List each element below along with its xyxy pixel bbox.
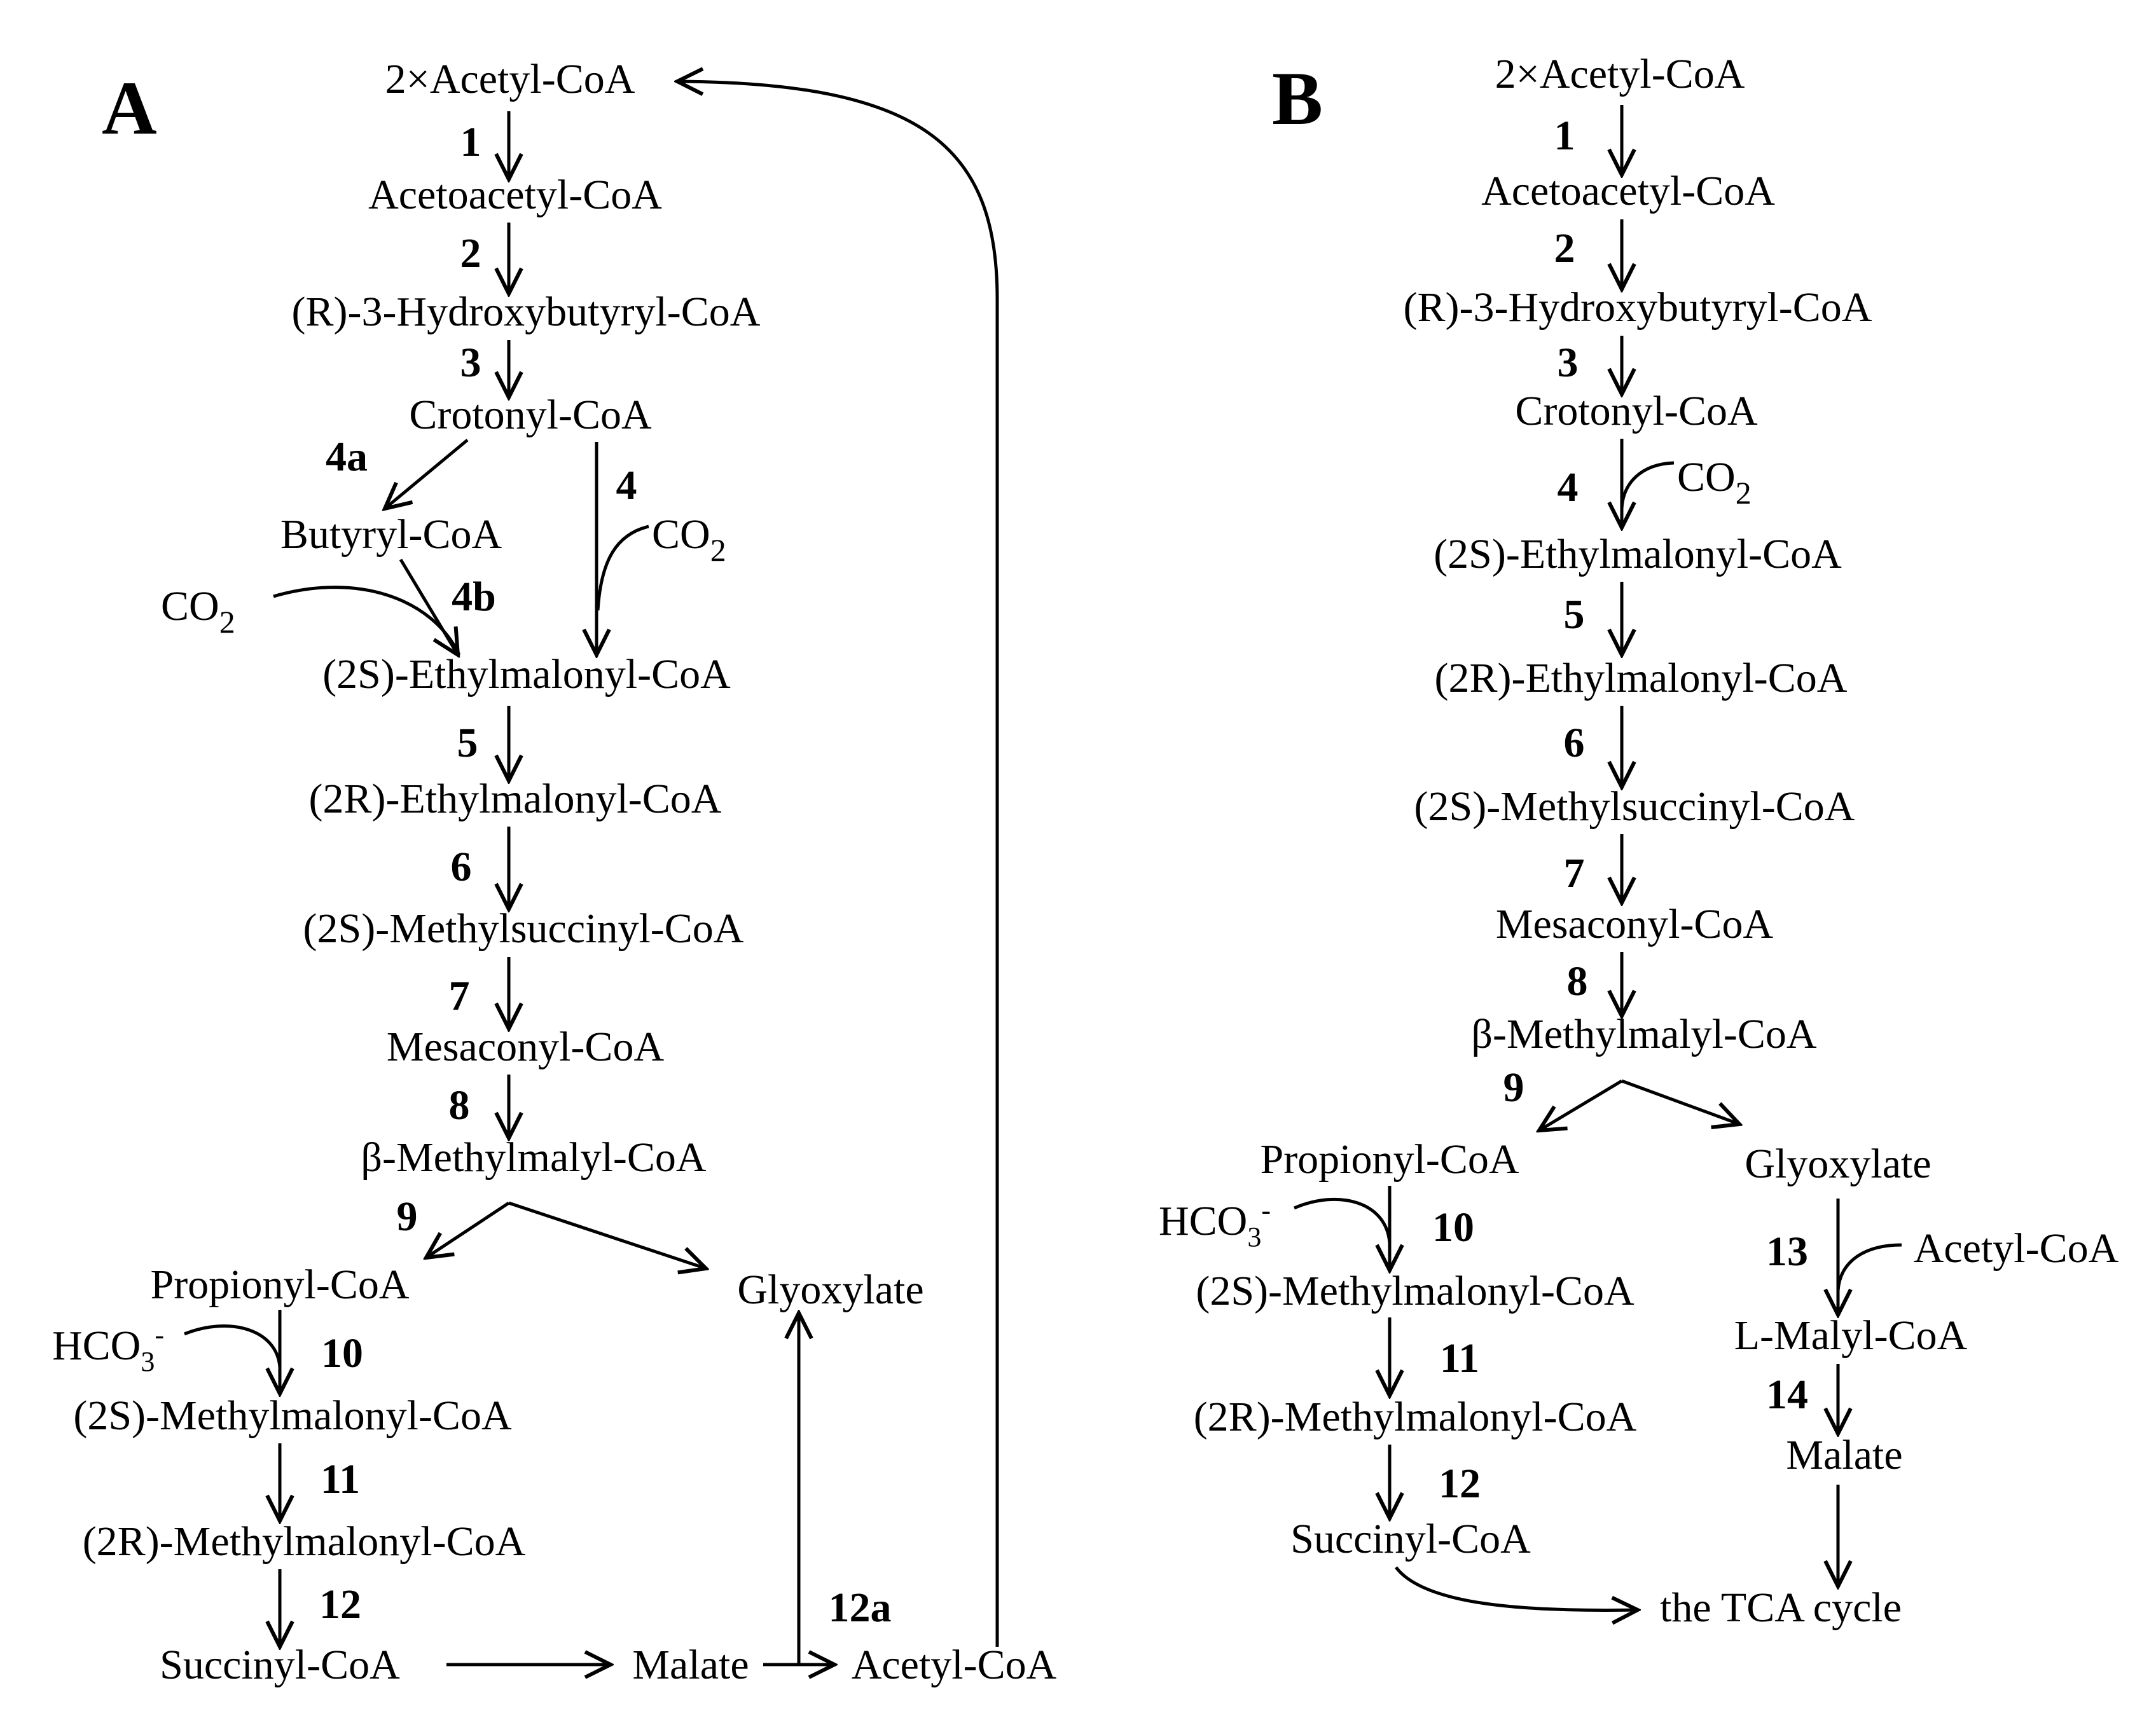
b-s-methylsuccinyl-coa-label: (2S)-Methylsuccinyl-CoA (1414, 783, 1855, 830)
a-co2-step4: CO2 (652, 511, 726, 568)
b-acetyl-coa-label: Acetyl-CoA (1914, 1225, 2119, 1272)
a-malate-label: Malate (632, 1642, 749, 1688)
b-step-9: 9 (1503, 1064, 1524, 1111)
a-step-6: 6 (451, 844, 472, 890)
a-s-methylsuccinyl-coa-label: (2S)-Methylsuccinyl-CoA (303, 905, 744, 952)
b-hco3-inflow-10 (1294, 1197, 1392, 1244)
a-acetyl-coa-2x-label: 2×Acetyl-CoA (385, 56, 635, 102)
a-arrow-9-propionyl (426, 1201, 510, 1258)
a-arrow-acetyl-recycle (677, 81, 999, 1647)
b-step-8: 8 (1567, 958, 1588, 1005)
b-r-ethylmalonyl-coa-label: (2R)-Ethylmalonyl-CoA (1435, 655, 1848, 701)
b-l-malyl-coa-label: L-Malyl-CoA (1734, 1312, 1968, 1359)
b-step-2: 2 (1554, 225, 1575, 271)
b-crotonyl-coa-label: Crotonyl-CoA (1515, 388, 1758, 434)
a-propionyl-coa-label: Propionyl-CoA (150, 1261, 409, 1308)
b-tca-cycle-label: the TCA cycle (1660, 1584, 1902, 1631)
a-acetoacetyl-coa-label: Acetoacetyl-CoA (368, 172, 662, 218)
a-step-4b: 4b (452, 574, 496, 620)
a-butyryl-coa-label: Butyryl-CoA (280, 511, 502, 558)
a-step-7: 7 (449, 973, 470, 1019)
b-arrow-9-propionyl (1539, 1079, 1623, 1130)
b-propionyl-coa-label: Propionyl-CoA (1260, 1136, 1519, 1183)
a-arrow-4a (385, 439, 469, 509)
a-hco3-inflow-10 (184, 1324, 282, 1368)
b-acetoacetyl-coa-label: Acetoacetyl-CoA (1481, 168, 1775, 214)
panel-b: B 2×Acetyl-CoA Acetoacetyl-CoA (R)-3-Hyd… (1159, 51, 2119, 1631)
b-step-6: 6 (1564, 720, 1585, 766)
b-r3-hydroxybutyryl-coa-label: (R)-3-Hydroxybutyryl-CoA (1404, 284, 1872, 331)
a-r3-hydroxybutyryl-coa-label: (R)-3-Hydroxybutyryl-CoA (292, 289, 761, 335)
a-r-methylmalonyl-coa-label: (2R)-Methylmalonyl-CoA (83, 1518, 526, 1565)
b-step-1: 1 (1554, 113, 1575, 159)
a-s-methylmalonyl-coa-label: (2S)-Methylmalonyl-CoA (73, 1392, 512, 1439)
a-step-1: 1 (460, 119, 481, 165)
b-r-methylmalonyl-coa-label: (2R)-Methylmalonyl-CoA (1194, 1394, 1637, 1440)
b-glyoxylate-label: Glyoxylate (1745, 1141, 1931, 1187)
b-step-13: 13 (1766, 1228, 1808, 1275)
a-co2-inflow-4 (596, 525, 649, 611)
b-step-14: 14 (1766, 1371, 1808, 1418)
b-co2-step4: CO2 (1677, 454, 1752, 511)
b-acetyl-coa-2x-label: 2×Acetyl-CoA (1495, 51, 1745, 97)
a-succinyl-coa-label: Succinyl-CoA (160, 1642, 400, 1688)
b-step-5: 5 (1564, 591, 1585, 638)
b-mesaconyl-coa-label: Mesaconyl-CoA (1496, 901, 1774, 947)
a-s-ethylmalonyl-coa-label: (2S)-Ethylmalonyl-CoA (322, 651, 731, 697)
b-step-10: 10 (1432, 1204, 1474, 1251)
a-b-methylmalyl-coa-label: β-Methylmalyl-CoA (361, 1134, 707, 1181)
a-step-12a: 12a (829, 1584, 892, 1631)
a-crotonyl-coa-label: Crotonyl-CoA (409, 392, 652, 438)
b-step-7: 7 (1564, 850, 1585, 897)
panel-a-letter: A (102, 65, 157, 150)
a-glyoxylate-label: Glyoxylate (737, 1267, 923, 1313)
a-step-5: 5 (457, 720, 478, 766)
a-co2-inflow-4b (273, 586, 461, 656)
a-step-11: 11 (321, 1456, 360, 1502)
panel-a: A 2×Acetyl-CoA Acetoacetyl-CoA (R)-3-Hyd… (52, 56, 1057, 1688)
panel-b-letter: B (1272, 56, 1323, 141)
a-step-10: 10 (321, 1330, 363, 1377)
b-step-12: 12 (1439, 1460, 1481, 1507)
a-acetyl-coa-label: Acetyl-CoA (852, 1642, 1057, 1688)
b-step-3: 3 (1558, 340, 1579, 386)
b-arrow-succinyl-to-tca (1395, 1566, 1638, 1610)
a-hco3-step10: HCO3- (52, 1319, 164, 1377)
a-step-3: 3 (460, 340, 481, 386)
a-step-12: 12 (319, 1581, 361, 1628)
b-s-methylmalonyl-coa-label: (2S)-Methylmalonyl-CoA (1196, 1268, 1634, 1314)
b-succinyl-coa-label: Succinyl-CoA (1290, 1516, 1531, 1562)
b-hco3-step10: HCO3- (1159, 1195, 1271, 1253)
a-step-8: 8 (449, 1082, 470, 1129)
b-step-4: 4 (1558, 464, 1579, 511)
a-step-9: 9 (397, 1193, 418, 1240)
b-acetyl-inflow-13 (1836, 1243, 1902, 1291)
a-step-2: 2 (460, 230, 481, 277)
a-arrow-9-glyoxylate (508, 1201, 706, 1268)
b-b-methylmalyl-coa-label: β-Methylmalyl-CoA (1471, 1011, 1817, 1057)
b-co2-inflow-4 (1620, 461, 1675, 509)
a-step-4: 4 (616, 462, 637, 509)
b-s-ethylmalonyl-coa-label: (2S)-Ethylmalonyl-CoA (1434, 531, 1842, 577)
b-step-11: 11 (1440, 1335, 1479, 1382)
b-arrow-9-glyoxylate (1621, 1079, 1739, 1124)
b-malate-label: Malate (1786, 1432, 1902, 1478)
a-mesaconyl-coa-label: Mesaconyl-CoA (387, 1024, 665, 1070)
a-r-ethylmalonyl-coa-label: (2R)-Ethylmalonyl-CoA (309, 776, 722, 822)
a-step-4a: 4a (326, 434, 368, 480)
a-co2-step4b: CO2 (161, 583, 235, 640)
